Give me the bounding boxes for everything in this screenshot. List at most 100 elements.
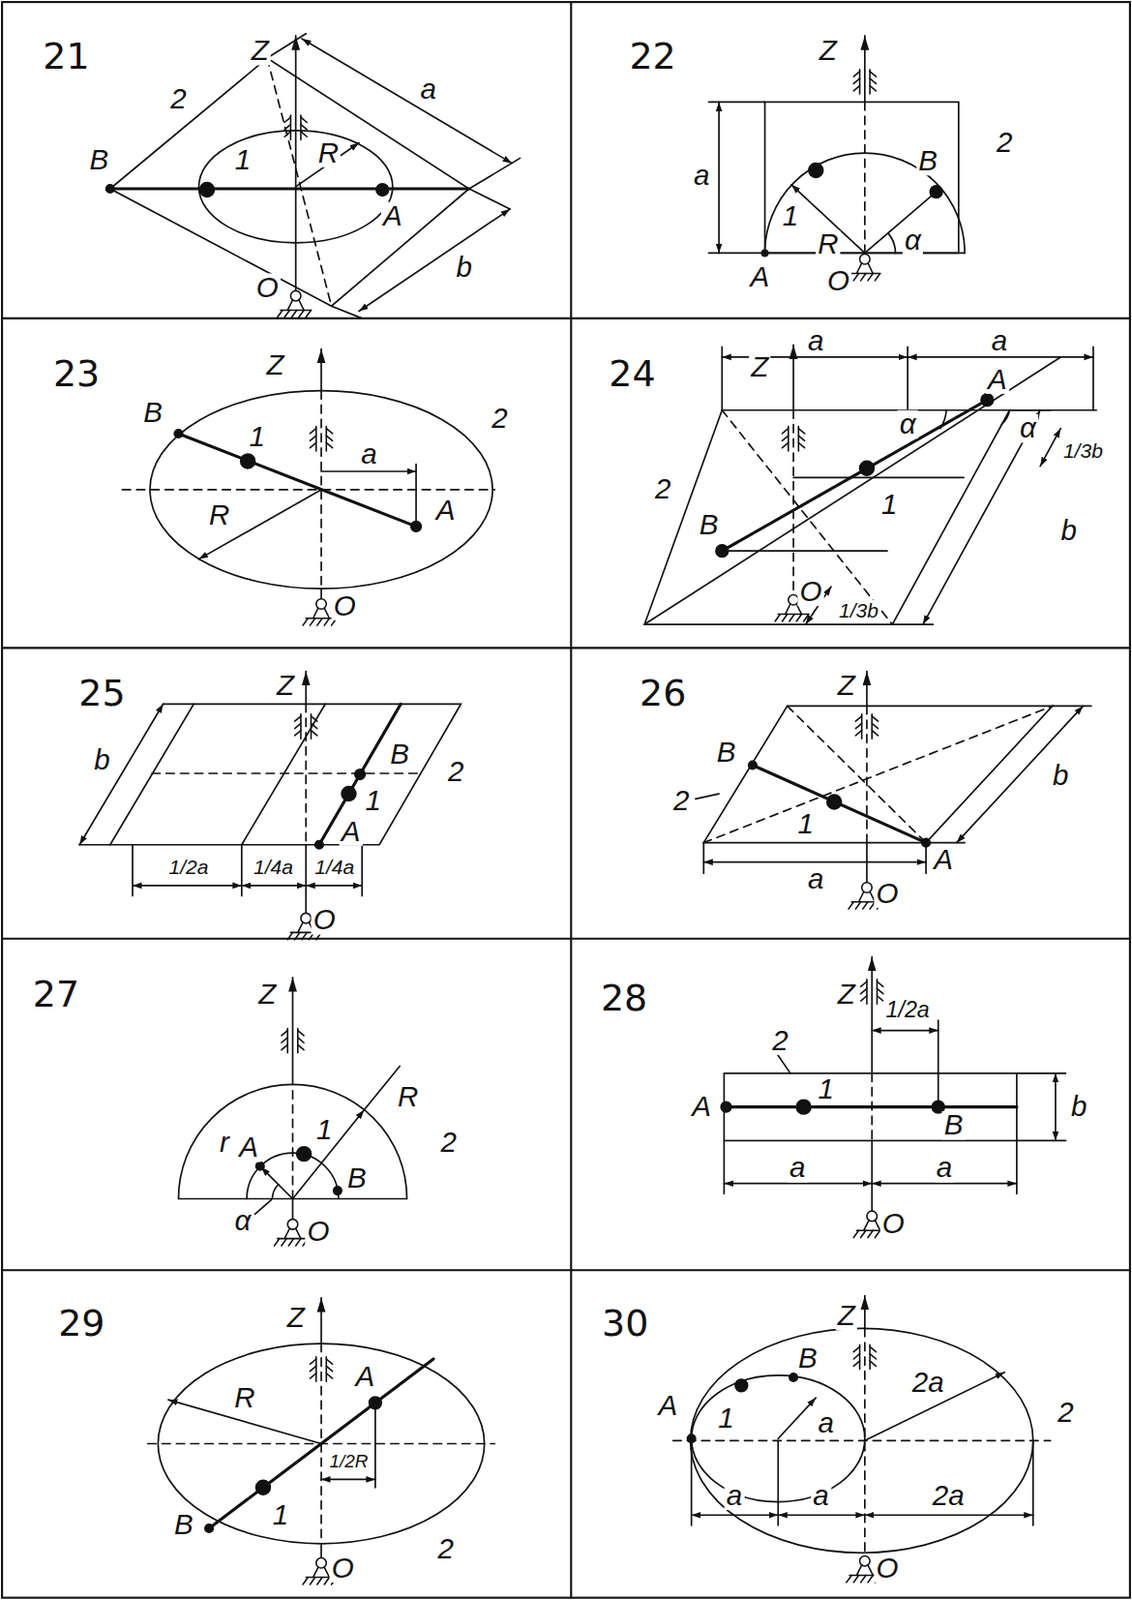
figure-label: 1 [715, 1402, 737, 1432]
figure-label: a [417, 75, 439, 105]
figure-label: O [880, 1209, 907, 1239]
figure-label: O [825, 267, 852, 297]
figure-label: a [787, 1153, 808, 1183]
figure-label: A [689, 1092, 714, 1122]
figure-label: Z [835, 1301, 858, 1331]
figure-label: A [434, 495, 458, 525]
figure-label: A [237, 1132, 261, 1162]
figure-label: B [916, 147, 940, 177]
figure-label: O [329, 1552, 357, 1582]
problem-number: 21 [40, 37, 92, 75]
problem-number: 28 [598, 979, 651, 1016]
figure-label: 1 [314, 1115, 335, 1145]
figure-label: a [989, 326, 1011, 356]
figure-label: 1 [233, 146, 254, 176]
figure-label: 1 [815, 1074, 836, 1104]
figure-label: 2a [910, 1367, 947, 1397]
problem-number: 27 [30, 976, 83, 1013]
figure-label: A [655, 1391, 680, 1421]
figure-label: Z [817, 36, 839, 66]
figure-label: A [747, 263, 772, 293]
figure-label: 1/2R [327, 1451, 370, 1470]
figure-label: R [316, 138, 342, 168]
figure-label: α [1017, 414, 1039, 444]
figure-label: 2 [994, 128, 1015, 158]
figure-label: 2 [489, 403, 510, 433]
figure-label: b [1058, 515, 1079, 545]
figure-label: a [934, 1153, 955, 1183]
figure-label: 1 [246, 421, 268, 451]
figure-label: 2 [653, 475, 674, 505]
figure-label: 2a [930, 1480, 967, 1510]
figure-label: A [381, 202, 405, 232]
figure-label: a [805, 326, 827, 356]
figure-label: B [697, 510, 721, 540]
figure-label: O [254, 272, 281, 302]
figure-label: 1/3b [836, 599, 881, 621]
figure-label: α [232, 1206, 253, 1236]
figure-label: A [353, 1362, 377, 1392]
figure-label: O [873, 1552, 900, 1582]
figure-label: a [810, 1480, 832, 1510]
figure-label: 1 [795, 809, 816, 839]
figure-label: O [873, 879, 900, 909]
figure-label: A [339, 816, 363, 846]
figure-label: 2 [671, 786, 692, 816]
figure-label: B [172, 1510, 196, 1540]
figure-label: b [91, 745, 113, 775]
figure-label: B [942, 1110, 966, 1140]
figure-label: A [931, 845, 955, 875]
figure-label: 2 [438, 1128, 459, 1158]
figure-label: 2 [435, 1533, 456, 1563]
problem-number: 29 [56, 1304, 108, 1341]
figure-label: O [311, 905, 338, 935]
figure-label: b [1050, 760, 1072, 790]
figure-label: 1/2a [166, 856, 210, 877]
figure-label: 2 [770, 1025, 791, 1055]
figure-label: O [331, 591, 358, 621]
figure-label: α [902, 226, 924, 256]
figure-label: 1 [270, 1500, 292, 1530]
figure-label: Z [835, 980, 858, 1010]
figure-label: a [815, 1408, 836, 1438]
figure-label: B [141, 398, 165, 428]
problem-number: 24 [606, 356, 658, 393]
figure-label: a [724, 1480, 745, 1510]
figure-label: R [815, 230, 841, 260]
figure-label: R [395, 1081, 421, 1111]
problem-number: 25 [76, 675, 128, 713]
figure-label: B [387, 740, 412, 770]
figure-label: B [714, 738, 739, 768]
figure-label: Z [748, 353, 771, 383]
figure-label: B [345, 1163, 369, 1193]
figure-label: 1 [362, 786, 384, 816]
figure-label: 2 [168, 84, 189, 114]
problem-number: 22 [626, 37, 679, 75]
figure-label: A [985, 364, 1010, 394]
figure-label: 1 [879, 490, 900, 520]
figure-label: 1/2a [883, 998, 931, 1021]
figure-label: b [1069, 1092, 1090, 1122]
figure-label: Z [274, 671, 297, 701]
figure-label: Z [256, 980, 278, 1010]
figure-label: a [805, 864, 827, 894]
figure-label: Z [264, 351, 286, 381]
figure-label: R [232, 1382, 258, 1412]
problem-number: 30 [599, 1304, 652, 1341]
figure-label: b [453, 252, 475, 282]
figure-label: B [87, 146, 111, 176]
problem-number: 23 [51, 356, 103, 393]
figure-label: O [797, 577, 824, 607]
figure-label: 1/4a [251, 856, 296, 877]
figure-label: α [897, 410, 919, 440]
figure-label: 2 [1055, 1398, 1076, 1428]
figure-label: 1/3b [1061, 440, 1105, 461]
figure-label: Z [249, 36, 271, 66]
problem-number: 26 [637, 675, 689, 713]
figure-label: a [691, 161, 713, 191]
figure-label: 2 [446, 757, 467, 787]
figure-label: r [217, 1128, 232, 1158]
figure-label: B [796, 1343, 820, 1373]
